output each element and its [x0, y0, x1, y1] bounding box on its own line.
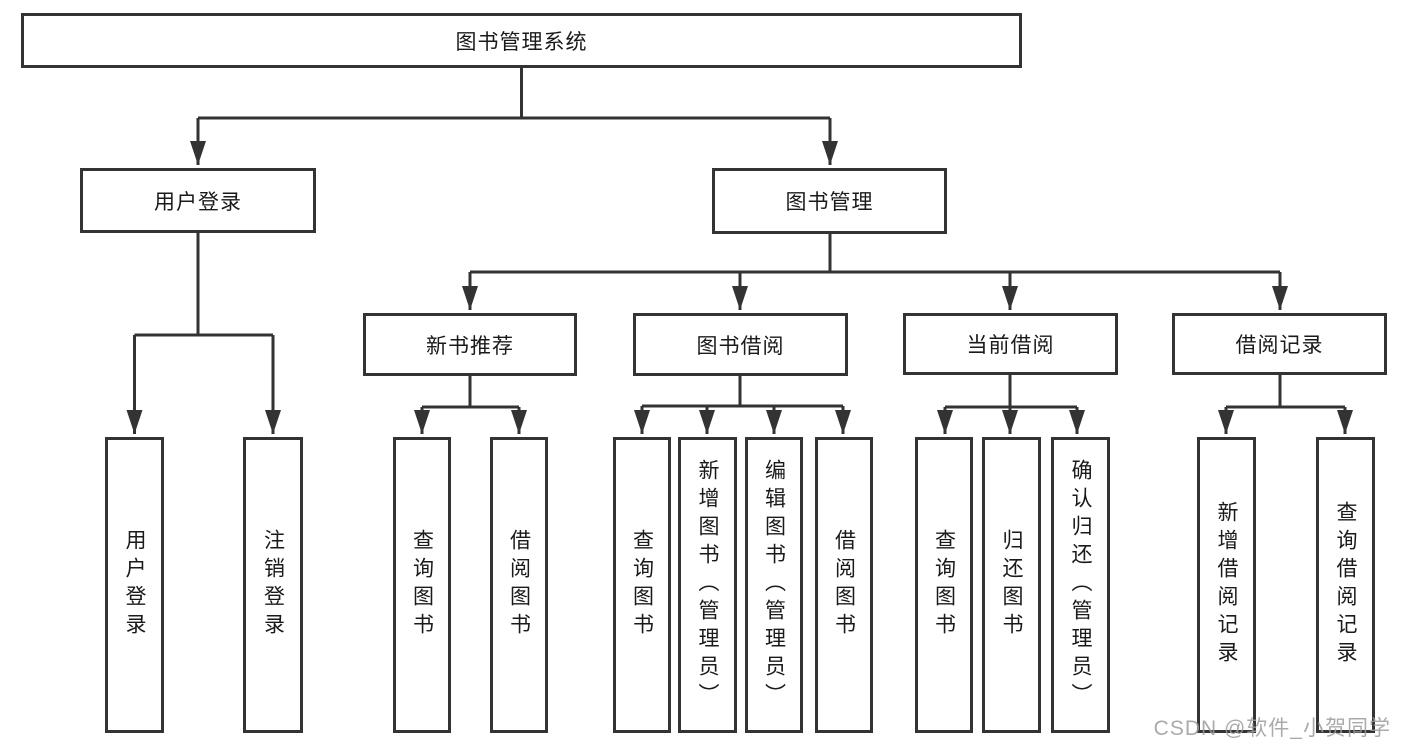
node-label: 借阅记录 [1235, 334, 1324, 357]
node-user-login: 用户登录 [80, 168, 316, 233]
node-query-borrow-record: 查询借阅记录 [1316, 437, 1375, 733]
node-borrow-books-leaf: 借阅图书 [815, 437, 873, 733]
node-add-borrow-record: 新增借阅记录 [1197, 437, 1256, 733]
node-label: 当前借阅 [966, 334, 1055, 357]
node-label: 用户登录 [154, 190, 242, 214]
node-user-login-leaf: 用户登录 [105, 437, 164, 733]
node-library-system: 图书管理系统 [21, 13, 1022, 68]
connector-new-book-recommend-split [422, 376, 519, 409]
connector-user-login-split [134, 233, 273, 337]
node-query-books-current: 查询图书 [915, 437, 973, 733]
node-label: 图书管理系统 [455, 30, 588, 54]
node-label: 查询图书 [630, 529, 654, 641]
node-book-management: 图书管理 [712, 168, 947, 234]
node-label: 图书管理 [785, 191, 874, 214]
csdn-watermark: CSDN @软件_小贺同学 [1153, 717, 1391, 740]
node-label: 新增借阅记录 [1215, 501, 1238, 669]
node-book-borrow: 图书借阅 [633, 313, 848, 376]
node-label: 查询图书 [932, 529, 956, 641]
node-label: 新书推荐 [426, 334, 514, 358]
connector-book-management-split [470, 234, 1280, 274]
node-current-borrow: 当前借阅 [903, 313, 1118, 375]
node-label: 借阅图书 [832, 529, 856, 641]
node-label: 图书借阅 [696, 334, 785, 358]
node-label: 注销登录 [261, 529, 285, 641]
node-label: 查询图书 [410, 529, 434, 641]
node-add-books-admin: 新增图书（管理员） [678, 437, 737, 733]
connector-book-borrow-split [642, 376, 843, 408]
node-new-book-recommend: 新书推荐 [363, 313, 577, 376]
connector-current-borrow-split [945, 375, 1077, 409]
connector-borrow-records-split [1226, 375, 1345, 409]
node-label: 确认归还（管理员） [1069, 459, 1092, 711]
node-label: 归还图书 [1000, 529, 1023, 641]
node-confirm-return-admin: 确认归还（管理员） [1051, 437, 1110, 733]
node-label: 编辑图书（管理员） [762, 459, 786, 711]
node-edit-books-admin: 编辑图书（管理员） [745, 437, 803, 733]
node-label: 新增图书（管理员） [696, 459, 719, 711]
node-label: 借阅图书 [507, 529, 531, 641]
node-return-books: 归还图书 [982, 437, 1041, 733]
node-borrow-books-recommend: 借阅图书 [490, 437, 548, 733]
node-query-books-recommend: 查询图书 [393, 437, 451, 733]
node-borrow-records: 借阅记录 [1172, 313, 1387, 375]
node-query-books-borrow: 查询图书 [613, 437, 671, 733]
node-label: 用户登录 [123, 529, 146, 641]
node-logout-leaf: 注销登录 [243, 437, 303, 733]
connector-root-to-level2 [198, 68, 830, 120]
node-label: 查询借阅记录 [1334, 501, 1357, 669]
